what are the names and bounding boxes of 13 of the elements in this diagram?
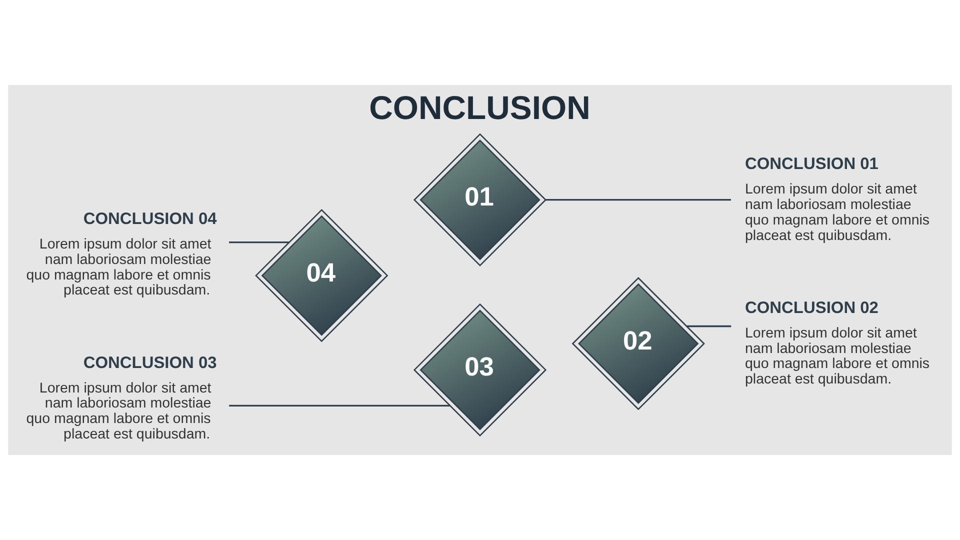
node-text: CONCLUSION 02 Lorem ipsum dolor sit amet nam laboriosam molestiae quo magnam labore et omnis placeat est quibusdam. — [744, 298, 930, 388]
diagram-title: CONCLUSION — [369, 89, 590, 126]
connector — [546, 199, 731, 201]
connector — [229, 242, 289, 244]
node-diamond: 02 — [572, 277, 705, 410]
node-text: CONCLUSION 04 Lorem ipsum dolor sit amet nam laboriosam molestiae quo magnam labore et omnis placeat est quibusdam. — [26, 210, 217, 299]
node-diamond: 01 — [413, 133, 547, 266]
connector — [229, 404, 450, 407]
node-diamond: 04 — [255, 209, 388, 342]
node-diamond: 03 — [413, 303, 547, 437]
connector — [687, 325, 732, 328]
node-text: CONCLUSION 03 Lorem ipsum dolor sit amet nam laboriosam molestiae quo magnam labore et omnis placeat est quibusdam. — [26, 354, 217, 442]
node-text: CONCLUSION 01 Lorem ipsum dolor sit amet nam laboriosam molestiae quo magnam labore et omnis placeat est quibusdam. — [744, 155, 930, 244]
